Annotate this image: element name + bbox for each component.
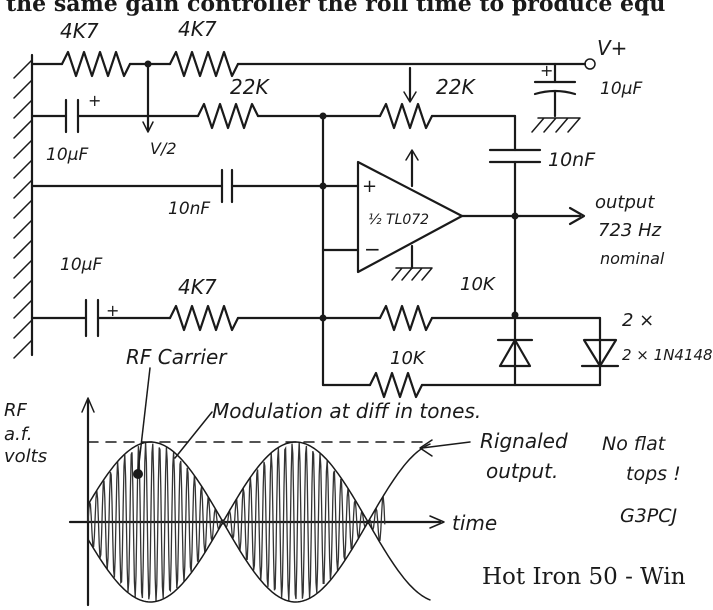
carrier-label: RF Carrier: [126, 345, 228, 369]
header-text: the same gain controller the roll time t…: [6, 0, 665, 17]
x-axis-label: time: [452, 511, 497, 535]
opamp-minus: −: [364, 237, 381, 261]
modulation-pointer: [174, 411, 213, 459]
signal-label-line1: Rignaled: [480, 429, 568, 453]
y-axis-label-line2: a.f.: [4, 424, 33, 445]
r-top-right-label: 4K7: [178, 17, 217, 41]
svg-text:+: +: [540, 61, 553, 80]
bias-row: +: [30, 66, 517, 152]
c-left-label: 10µF: [46, 145, 88, 165]
supply-capacitor: +: [531, 61, 581, 133]
r-top-left-label: 4K7: [60, 19, 99, 43]
svg-text:+: +: [88, 91, 101, 110]
y-axis-label-line1: RF: [4, 400, 28, 421]
envelope-lower: [87, 521, 431, 603]
opamp: + −: [321, 149, 586, 281]
diodes: [496, 316, 620, 387]
r-mid-left-label: 22K: [230, 75, 270, 99]
r-bottom-label: 4K7: [178, 275, 217, 299]
modulated-waveform: [87, 441, 431, 603]
no-flat-line1: No flat: [602, 433, 667, 455]
no-flat-line2: tops !: [626, 463, 681, 485]
diodes-label-count: 2 ×: [622, 310, 654, 331]
r-fb2-label: 10K: [390, 348, 426, 369]
r-mid-right-label: 22K: [436, 75, 476, 99]
supply-label: V+: [597, 36, 627, 60]
top-rail: [30, 50, 596, 133]
caption: Hot Iron 50 - Win: [482, 564, 686, 590]
c-supply-label: 10µF: [600, 79, 642, 99]
output-capacitor: [488, 148, 542, 319]
signal-label-line2: output.: [486, 459, 558, 483]
signal-pointer: [419, 439, 471, 457]
bottom-row: +: [30, 298, 602, 399]
c-output-label: 10nF: [548, 149, 596, 171]
ground-rail: [13, 53, 34, 359]
modulation-label: Modulation at diff in tones.: [212, 399, 481, 423]
envelope-upper: [87, 441, 431, 523]
c-input-label: 10nF: [168, 199, 210, 219]
output-label-line3: nominal: [600, 249, 665, 268]
y-axis-label-line3: volts: [4, 446, 47, 467]
c-bottom-label: 10µF: [60, 255, 102, 275]
opamp-plus: +: [362, 176, 377, 197]
rf-carrier-trace: [87, 442, 386, 602]
opamp-label: ½ TL072: [368, 212, 429, 228]
carrier-pointer: [137, 367, 151, 473]
half-v-label: V/2: [150, 139, 177, 158]
output-label-line1: output: [595, 192, 655, 213]
signature: G3PCJ: [620, 505, 678, 527]
r-fb1-label: 10K: [460, 274, 496, 295]
svg-text:+: +: [106, 301, 119, 320]
output-label-line2: 723 Hz: [598, 220, 662, 241]
diodes-label: 2 × 1N4148: [622, 346, 713, 364]
